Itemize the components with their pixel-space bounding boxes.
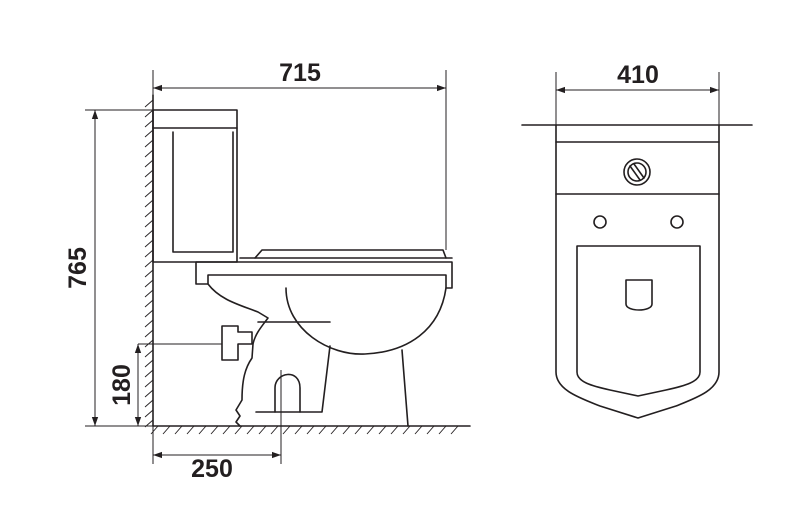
label-250: 250 — [191, 455, 233, 483]
flush-button-icon — [623, 158, 651, 186]
hinge-hole-right — [670, 215, 684, 229]
side-view: 715 765 180 250 — [64, 59, 471, 483]
top-bowl — [576, 245, 701, 397]
outlet — [138, 325, 253, 361]
top-drain — [625, 279, 653, 311]
seat-lid — [195, 249, 453, 289]
floor-hatching — [150, 425, 459, 435]
dimension-wall-to-outlet: 250 — [152, 370, 282, 483]
wall-hatching — [144, 99, 154, 428]
cistern — [152, 109, 238, 263]
label-765: 765 — [64, 247, 92, 289]
label-180: 180 — [108, 364, 136, 406]
top-cistern-back — [555, 124, 720, 143]
hinge-hole-left — [593, 215, 607, 229]
dimension-total-length: 715 — [152, 59, 447, 250]
label-715: 715 — [279, 59, 321, 87]
label-410: 410 — [617, 61, 659, 89]
top-outline — [555, 141, 720, 419]
bowl-body — [207, 283, 447, 427]
dimension-width: 410 — [555, 61, 720, 125]
dimension-total-height: 765 — [64, 109, 153, 427]
dimension-outlet-height: 180 — [108, 344, 142, 426]
top-view: 410 — [521, 61, 753, 419]
